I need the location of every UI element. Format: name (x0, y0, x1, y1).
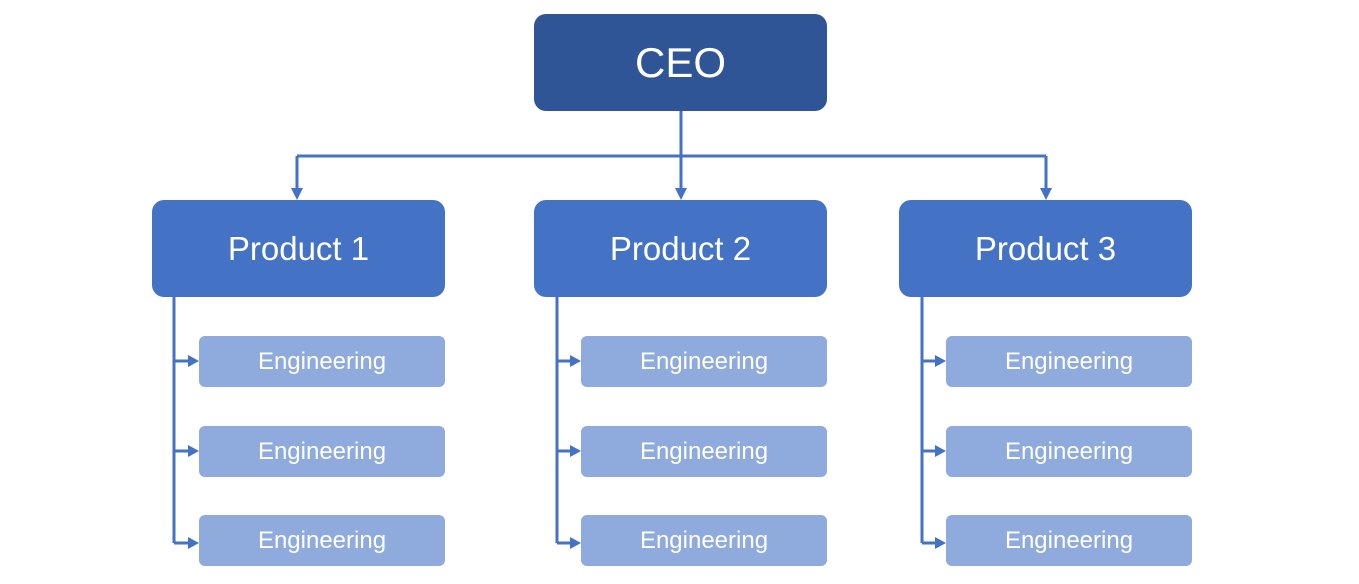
team-node: Engineering (581, 336, 827, 387)
product-node-2: Product 2 (534, 200, 827, 297)
team-node: Engineering (199, 336, 445, 387)
product-node-3: Product 3 (899, 200, 1192, 297)
arrowhead (188, 355, 199, 367)
product-label: Product 2 (609, 229, 752, 267)
product-label: Product 1 (227, 229, 370, 267)
arrowhead (935, 537, 946, 549)
team-label: Engineering (257, 437, 387, 465)
team-node: Engineering (199, 426, 445, 477)
arrowhead (570, 445, 581, 457)
team-label: Engineering (1004, 437, 1134, 465)
team-label: Engineering (257, 526, 387, 554)
arrowhead (935, 445, 946, 457)
team-node: Engineering (946, 515, 1192, 566)
team-node: Engineering (581, 426, 827, 477)
team-node: Engineering (581, 515, 827, 566)
arrowhead (291, 188, 303, 200)
arrowhead (935, 355, 946, 367)
team-label: Engineering (1004, 526, 1134, 554)
arrowhead (188, 445, 199, 457)
team-label: Engineering (639, 347, 769, 375)
team-label: Engineering (257, 347, 387, 375)
arrowhead (1040, 188, 1052, 200)
arrowhead (675, 188, 687, 200)
ceo-node: CEO (534, 14, 827, 111)
team-node: Engineering (946, 336, 1192, 387)
team-node: Engineering (946, 426, 1192, 477)
product-label: Product 3 (974, 229, 1117, 267)
arrowhead (188, 537, 199, 549)
team-label: Engineering (639, 526, 769, 554)
arrowhead (570, 355, 581, 367)
team-label: Engineering (1004, 347, 1134, 375)
arrowhead (570, 537, 581, 549)
team-label: Engineering (639, 437, 769, 465)
team-node: Engineering (199, 515, 445, 566)
ceo-label: CEO (634, 38, 726, 86)
product-node-1: Product 1 (152, 200, 445, 297)
